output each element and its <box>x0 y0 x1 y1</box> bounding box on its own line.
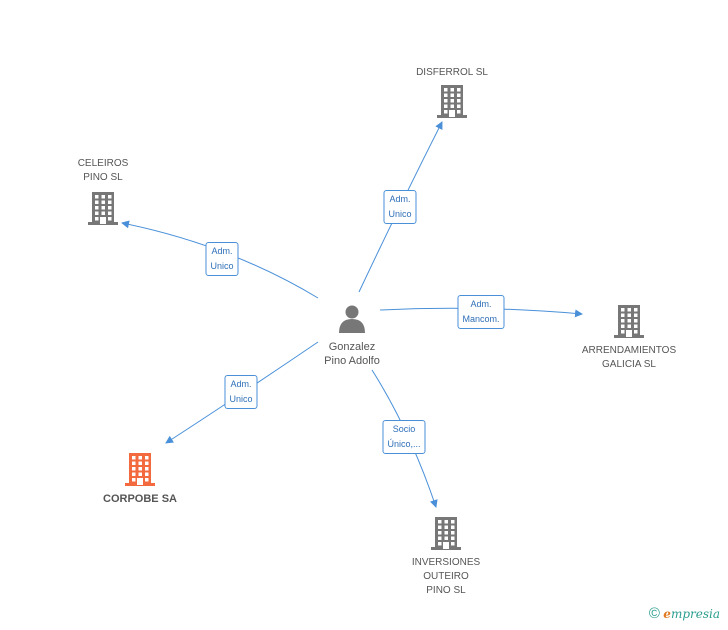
person-icon[interactable] <box>339 305 365 334</box>
company-label-celeiros[interactable]: CELEIROS PINO SL <box>77 158 129 183</box>
relation-label-corpobe[interactable]: Adm. Unico <box>224 375 258 409</box>
building-icon[interactable] <box>125 453 155 486</box>
building-icon[interactable] <box>614 305 644 338</box>
building-icon[interactable] <box>88 192 118 225</box>
relation-label-celeiros[interactable]: Adm. Unico <box>205 242 239 276</box>
building-icon[interactable] <box>431 517 461 550</box>
brand-logo: empresia <box>663 607 720 621</box>
company-label-disferrol[interactable]: DISFERROL SL <box>416 67 488 78</box>
relation-label-inversiones[interactable]: Socio Único,... <box>382 420 426 454</box>
relation-label-arrendamientos[interactable]: Adm. Mancom. <box>457 295 505 329</box>
relation-label-disferrol[interactable]: Adm. Unico <box>383 190 417 224</box>
company-label-inversiones[interactable]: INVERSIONES OUTEIRO PINO SL <box>411 557 481 596</box>
footer-brand: © empresia <box>649 605 720 622</box>
copyright-symbol: © <box>648 605 660 622</box>
person-name[interactable]: Gonzalez Pino Adolfo <box>324 341 380 367</box>
company-label-arrendamientos[interactable]: ARRENDAMIENTOS GALICIA SL <box>581 345 677 370</box>
company-label-corpobe[interactable]: CORPOBE SA <box>103 493 177 505</box>
building-icon[interactable] <box>437 85 467 118</box>
